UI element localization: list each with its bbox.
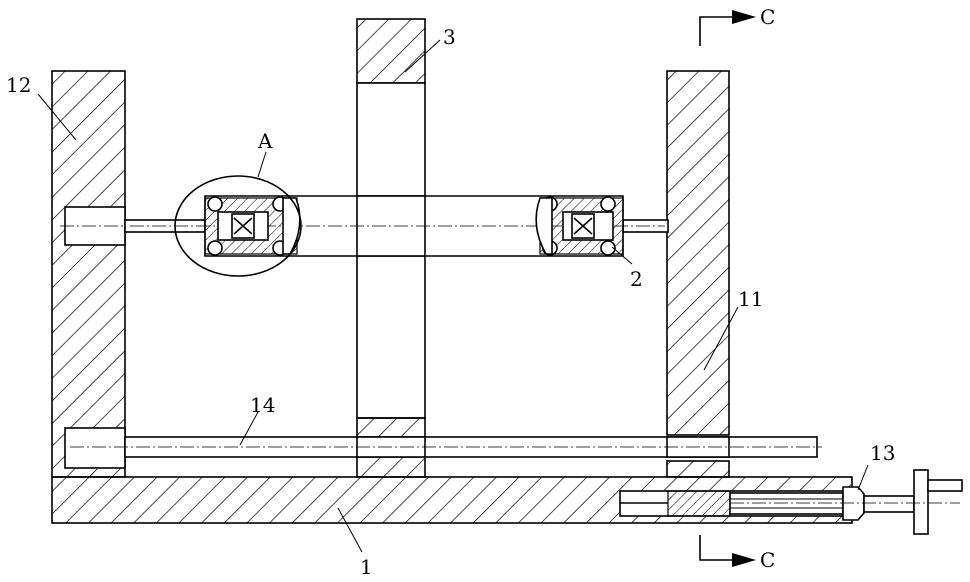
section-marker-top: C xyxy=(700,5,775,46)
label-3: 3 xyxy=(443,25,456,49)
rod xyxy=(70,437,822,457)
label-11: 11 xyxy=(738,287,763,311)
label-2: 2 xyxy=(630,267,643,291)
left-wall xyxy=(52,71,130,477)
label-13: 13 xyxy=(870,441,895,465)
label-a: A xyxy=(257,129,273,153)
shaft-assembly xyxy=(125,196,668,256)
label-1: 1 xyxy=(360,555,373,579)
section-label-top: C xyxy=(760,5,775,29)
section-marker-bottom: C xyxy=(700,535,775,572)
right-wall xyxy=(667,71,729,477)
label-14: 14 xyxy=(250,393,275,417)
label-12: 12 xyxy=(6,73,31,97)
section-label-bottom: C xyxy=(760,548,775,572)
